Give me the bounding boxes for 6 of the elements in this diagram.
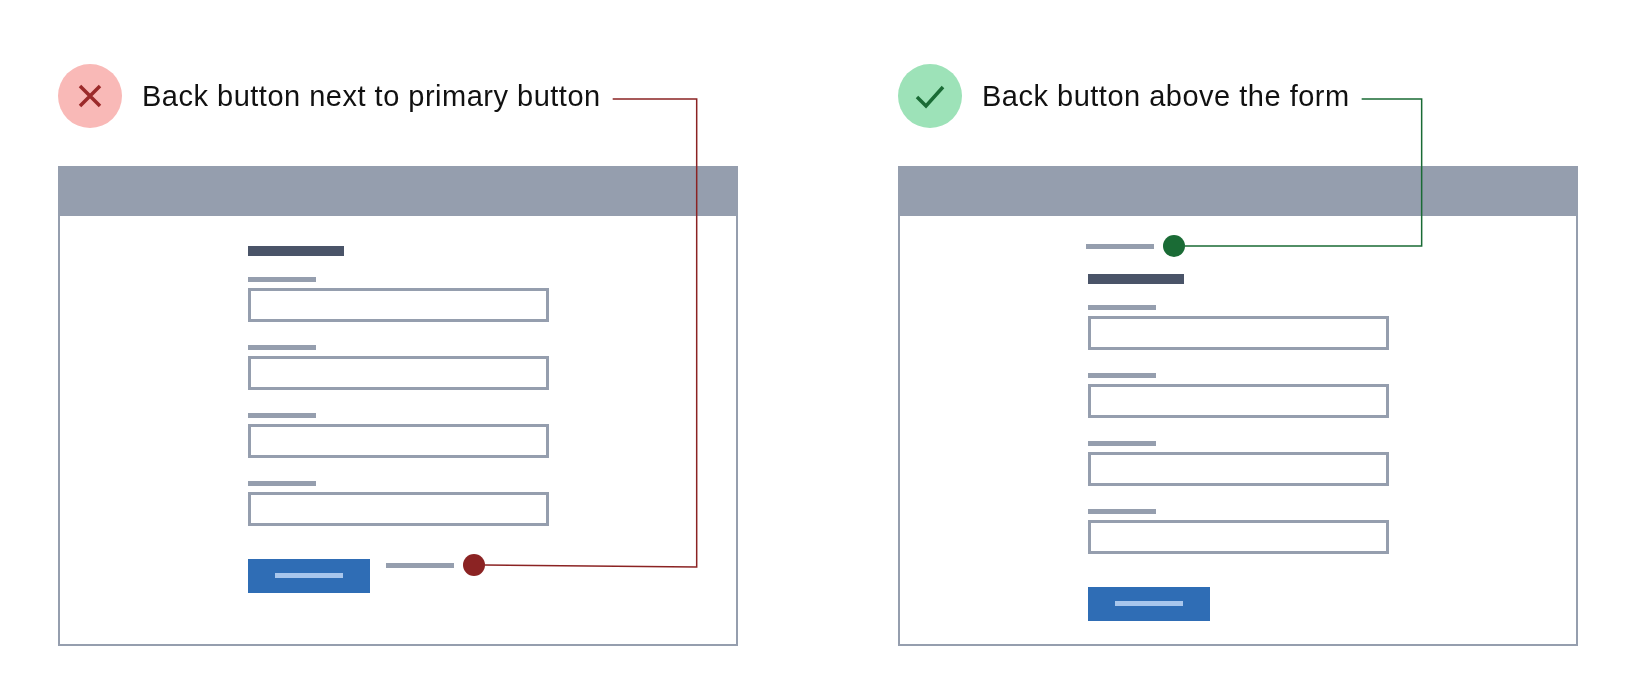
caption-heading: Back button next to primary button [142, 78, 601, 114]
leader-line [484, 98, 698, 568]
leader-line [1184, 98, 1423, 247]
caption-heading: Back button above the form [982, 78, 1350, 114]
back-link-placeholder [386, 554, 485, 576]
back-link-placeholder [1086, 235, 1185, 257]
